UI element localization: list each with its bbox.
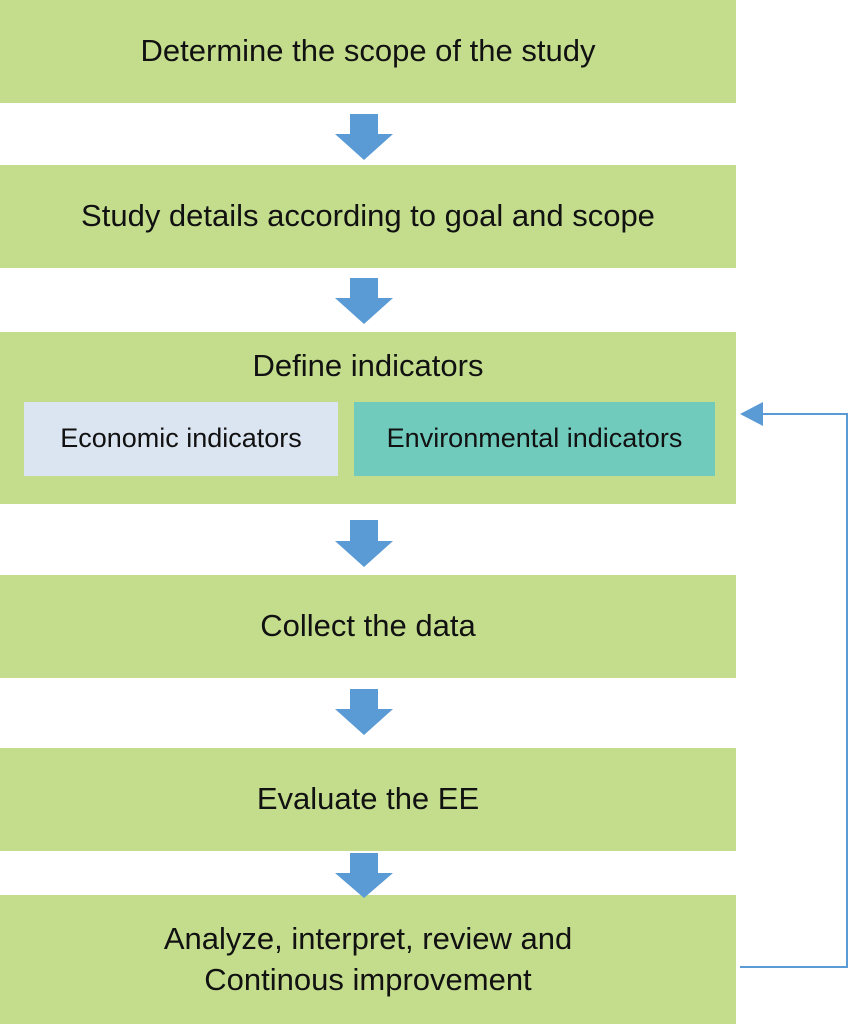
down-arrow-icon <box>335 278 393 324</box>
step-define-indicators: Define indicators Economic indicators En… <box>0 332 736 504</box>
step-label: Determine the scope of the study <box>140 33 596 69</box>
step-analyze-improve: Analyze, interpret, review and Continous… <box>0 895 736 1024</box>
feedback-loop-line <box>740 413 848 968</box>
step-evaluate-ee: Evaluate the EE <box>0 748 736 851</box>
economic-indicators-box: Economic indicators <box>24 402 338 476</box>
step-label: Define indicators <box>252 348 484 383</box>
step-study-details: Study details according to goal and scop… <box>0 165 736 268</box>
economic-indicators-label: Economic indicators <box>60 423 302 454</box>
step-label: Evaluate the EE <box>256 781 480 817</box>
down-arrow-icon <box>335 520 393 567</box>
step-label: Collect the data <box>260 608 476 644</box>
step-determine-scope: Determine the scope of the study <box>0 0 736 103</box>
step-label-line1: Analyze, interpret, review and <box>163 921 573 957</box>
feedback-arrowhead-icon <box>740 402 763 426</box>
step-label-line2: Continous improvement <box>204 961 532 997</box>
down-arrow-icon <box>335 689 393 735</box>
down-arrow-icon <box>335 853 393 898</box>
environmental-indicators-label: Environmental indicators <box>386 423 683 454</box>
environmental-indicators-box: Environmental indicators <box>354 402 715 476</box>
step-label: Analyze, interpret, review and Continous… <box>164 919 572 1000</box>
down-arrow-icon <box>335 114 393 160</box>
step-collect-data: Collect the data <box>0 575 736 678</box>
step-label: Study details according to goal and scop… <box>81 198 655 234</box>
